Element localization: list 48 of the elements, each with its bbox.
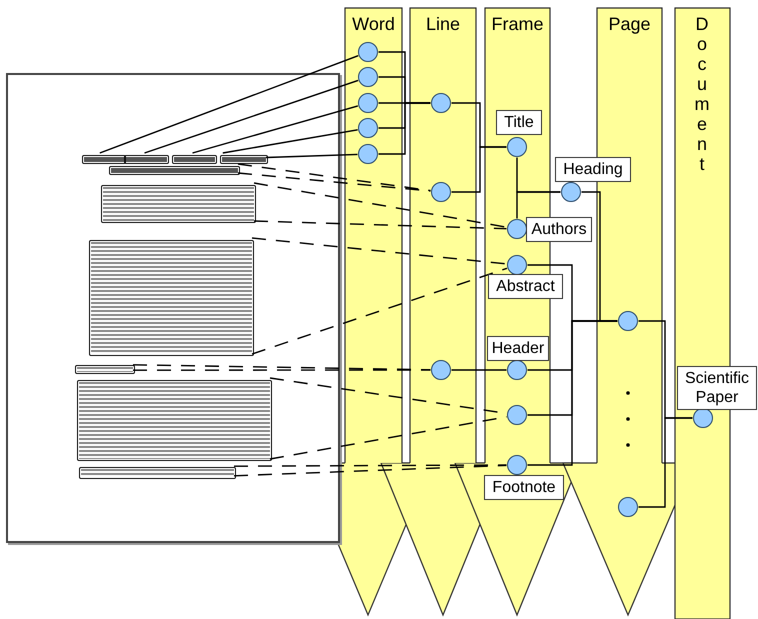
- column-title: Page: [607, 14, 652, 34]
- node-label: Scientific Paper: [677, 366, 757, 410]
- node-label: Footnote: [484, 475, 564, 500]
- column-title: Line: [424, 14, 462, 34]
- dashed-projection-line: [238, 172, 431, 192]
- connector-line: [582, 191, 618, 322]
- text-region: [124, 155, 169, 164]
- dashed-projection-line: [234, 464, 507, 476]
- column-band: [345, 8, 402, 463]
- text-region: [77, 380, 272, 461]
- dashed-projection-line: [254, 182, 507, 228]
- node-label: Heading: [555, 157, 631, 182]
- connector-line: [516, 191, 560, 218]
- connector-line: [378, 102, 430, 155]
- connector-line: [266, 154, 358, 158]
- text-region: [89, 240, 254, 356]
- node-circle: [561, 182, 581, 202]
- text-region: [220, 155, 268, 164]
- node-label: Header: [487, 336, 549, 361]
- connector-line: [222, 129, 358, 154]
- dashed-projection-line: [133, 369, 430, 371]
- text-region: [75, 365, 135, 374]
- node-label: Title: [496, 110, 542, 135]
- dashed-projection-line: [270, 416, 507, 460]
- column-title: Frame: [490, 14, 544, 34]
- document-page: [6, 73, 340, 543]
- connector-line: [144, 80, 358, 154]
- column-band: [410, 8, 476, 463]
- text-region: [101, 185, 256, 223]
- dashed-projection-line: [252, 237, 507, 265]
- text-region: [109, 166, 240, 175]
- text-region: [79, 467, 236, 479]
- column-title: Word: [351, 14, 396, 34]
- dashed-projection-line: [132, 364, 431, 370]
- text-region: [172, 155, 217, 164]
- column-title: Document: [694, 14, 710, 174]
- connector-line: [638, 417, 692, 508]
- node-label: Authors: [526, 217, 592, 242]
- connector-line: [100, 55, 358, 154]
- text-region: [82, 155, 126, 164]
- node-label: Abstract: [488, 274, 563, 299]
- connector-line: [192, 105, 358, 154]
- dashed-projection-line: [238, 163, 431, 192]
- dashed-projection-line: [254, 220, 507, 230]
- dashed-projection-line: [234, 464, 506, 467]
- connector-line: [452, 369, 506, 371]
- connector-line: [452, 146, 506, 193]
- dashed-projection-line: [252, 268, 508, 355]
